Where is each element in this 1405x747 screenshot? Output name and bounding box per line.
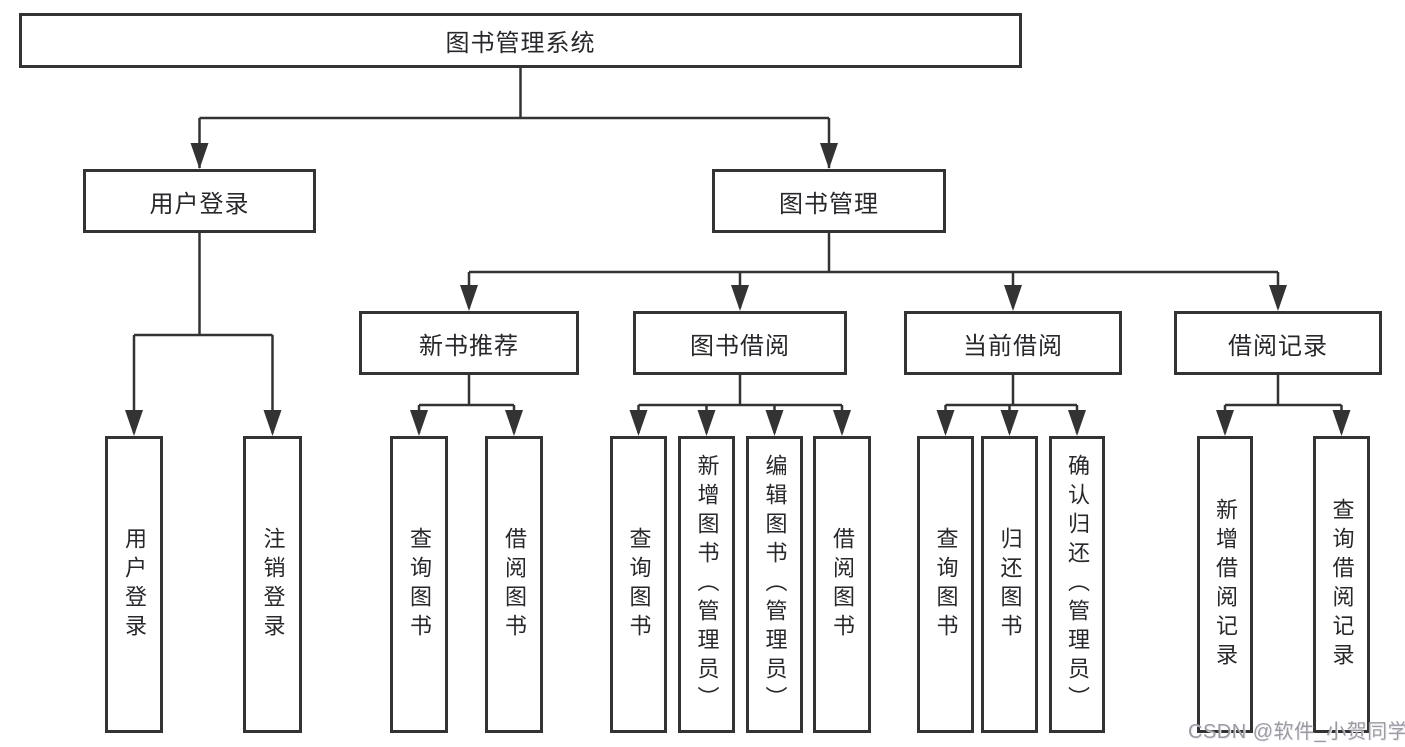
arrowhead [505, 410, 523, 436]
leaf-borrow-edit-admin: 编辑图书（管理员） [746, 436, 803, 733]
node-current-borrow: 当前借阅 [904, 311, 1122, 375]
connector-record-to-leaves [1223, 375, 1343, 433]
arrowhead [1332, 410, 1351, 436]
node-user-login-label: 用户登录 [149, 190, 250, 218]
node-book-management-label: 图书管理 [779, 190, 879, 218]
leaf-logout: 注销登录 [243, 436, 302, 733]
leaf-borrow-edit-admin-label: 编辑图书（管理员） [762, 454, 788, 715]
connector-root-to-level2 [198, 68, 831, 168]
leaf-borrow-add-admin-label: 新增图书（管理员） [694, 454, 720, 715]
leaf-record-add-label: 新增借阅记录 [1213, 497, 1238, 672]
arrowhead [1216, 410, 1234, 436]
arrowhead [125, 410, 143, 436]
arrowhead [1068, 410, 1086, 436]
connector-userlogin-to-leaves [132, 233, 274, 433]
node-borrow-record-label: 借阅记录 [1228, 332, 1328, 360]
arrowhead [697, 410, 716, 436]
leaf-record-query: 查询借阅记录 [1313, 436, 1370, 733]
node-new-book-recommend-label: 新书推荐 [419, 332, 519, 360]
arrowhead [1269, 285, 1287, 311]
node-root: 图书管理系统 [19, 13, 1022, 68]
leaf-user-login: 用户登录 [105, 436, 163, 733]
connector-bookmgmt-to-level3 [467, 233, 1280, 308]
leaf-borrow-add-admin: 新增图书（管理员） [678, 436, 735, 733]
node-current-borrow-label: 当前借阅 [963, 332, 1063, 360]
arrowhead [190, 143, 209, 169]
node-new-book-recommend: 新书推荐 [359, 311, 579, 375]
arrowhead [1000, 410, 1019, 436]
arrowhead [765, 410, 784, 436]
arrowhead [629, 410, 648, 436]
leaf-logout-label: 注销登录 [260, 526, 286, 643]
connector-borrow-to-leaves [637, 375, 844, 433]
leaf-current-confirm-admin-label: 确认归还（管理员） [1065, 454, 1090, 715]
leaf-newbook-query: 查询图书 [390, 436, 448, 733]
node-book-borrow: 图书借阅 [633, 311, 847, 375]
arrowhead [410, 410, 428, 436]
arrowheads [125, 143, 1351, 436]
leaf-borrow-query-label: 查询图书 [626, 526, 652, 643]
node-user-login: 用户登录 [83, 169, 316, 233]
leaf-current-return-label: 归还图书 [997, 526, 1023, 643]
leaf-borrow-borrow: 借阅图书 [813, 436, 871, 733]
leaf-borrow-query: 查询图书 [610, 436, 667, 733]
leaf-current-query-label: 查询图书 [933, 526, 959, 643]
arrowhead [936, 410, 955, 436]
leaf-borrow-borrow-label: 借阅图书 [830, 526, 855, 643]
node-root-label: 图书管理系统 [445, 30, 596, 57]
arrowhead [460, 285, 478, 311]
leaf-current-query: 查询图书 [917, 436, 974, 733]
leaf-record-add: 新增借阅记录 [1197, 436, 1253, 733]
connector-newbook-to-leaves [417, 375, 516, 433]
leaf-current-confirm-admin: 确认归还（管理员） [1049, 436, 1105, 733]
node-borrow-record: 借阅记录 [1174, 311, 1382, 375]
node-book-borrow-label: 图书借阅 [690, 332, 790, 360]
leaf-record-query-label: 查询借阅记录 [1329, 497, 1355, 672]
arrowhead [1004, 285, 1022, 311]
watermark: CSDN @软件_小贺同学 [1188, 721, 1405, 743]
leaf-current-return: 归还图书 [981, 436, 1038, 733]
leaf-newbook-query-label: 查询图书 [407, 526, 432, 643]
leaf-newbook-borrow: 借阅图书 [485, 436, 543, 733]
leaf-user-login-label: 用户登录 [122, 526, 147, 643]
arrowhead [833, 410, 851, 436]
arrowhead [731, 285, 749, 311]
node-book-management: 图书管理 [712, 169, 946, 233]
arrowhead [820, 143, 838, 169]
arrowhead [263, 410, 282, 436]
leaf-newbook-borrow-label: 借阅图书 [502, 526, 527, 643]
